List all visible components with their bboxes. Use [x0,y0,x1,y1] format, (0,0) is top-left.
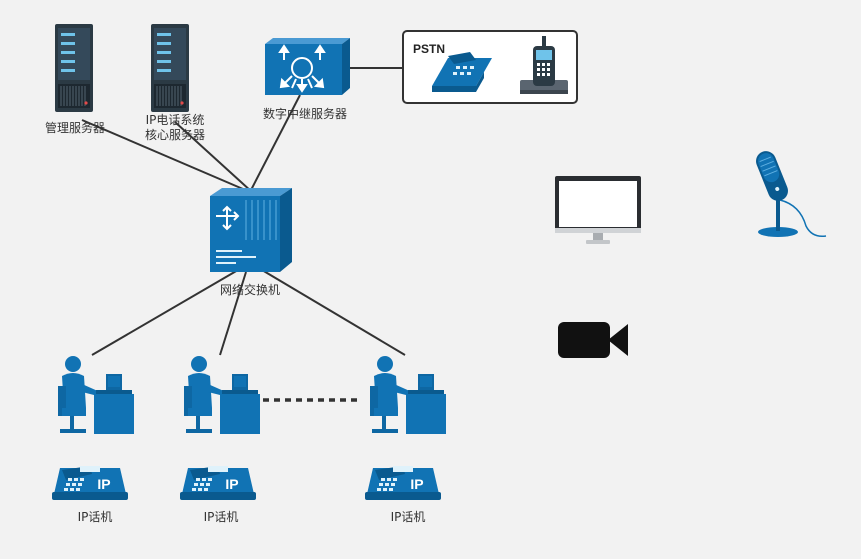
ip-phone-icon [180,466,256,500]
ip-phone-label: IP话机 [390,510,426,524]
user-workstation-icon [370,356,446,434]
link-trunk-switch [249,94,301,193]
link-core-switch [174,121,253,193]
trunk-server-label: 数字中继服务器 [262,107,347,121]
link-mgmt-switch [81,119,251,193]
link-switch-client2 [219,271,247,356]
link-switch-client3 [261,269,406,356]
ip-phone-icon [365,466,441,500]
network-switch-icon [210,188,292,272]
desk-phone-icon [432,52,492,92]
core-server-label-line2: 核心服务器 [144,128,205,142]
ip-phone-label: IP话机 [77,510,113,524]
server-icon [54,23,94,113]
video-camera-icon [558,322,628,358]
core-server-label-line1: IP电话系统 [145,113,205,127]
phone-badge: IP [410,476,423,492]
cordless-phone-icon [520,36,568,94]
phone-badge: IP [225,476,238,492]
server-icon [150,23,190,113]
monitor-icon [555,176,641,244]
ip-phone-label: IP话机 [203,510,239,524]
switch-label: 网络交换机 [219,283,280,297]
phone-badge: IP [97,476,110,492]
user-workstation-icon [58,356,134,434]
microphone-icon [756,151,827,238]
pstn-label: PSTN [413,42,446,56]
link-switch-client1 [91,269,239,356]
user-workstation-icon [184,356,260,434]
ip-phone-icon [52,466,128,500]
trunk-server-icon [265,38,350,95]
connection-lines [81,67,406,356]
mgmt-server-label: 管理服务器 [44,121,105,135]
